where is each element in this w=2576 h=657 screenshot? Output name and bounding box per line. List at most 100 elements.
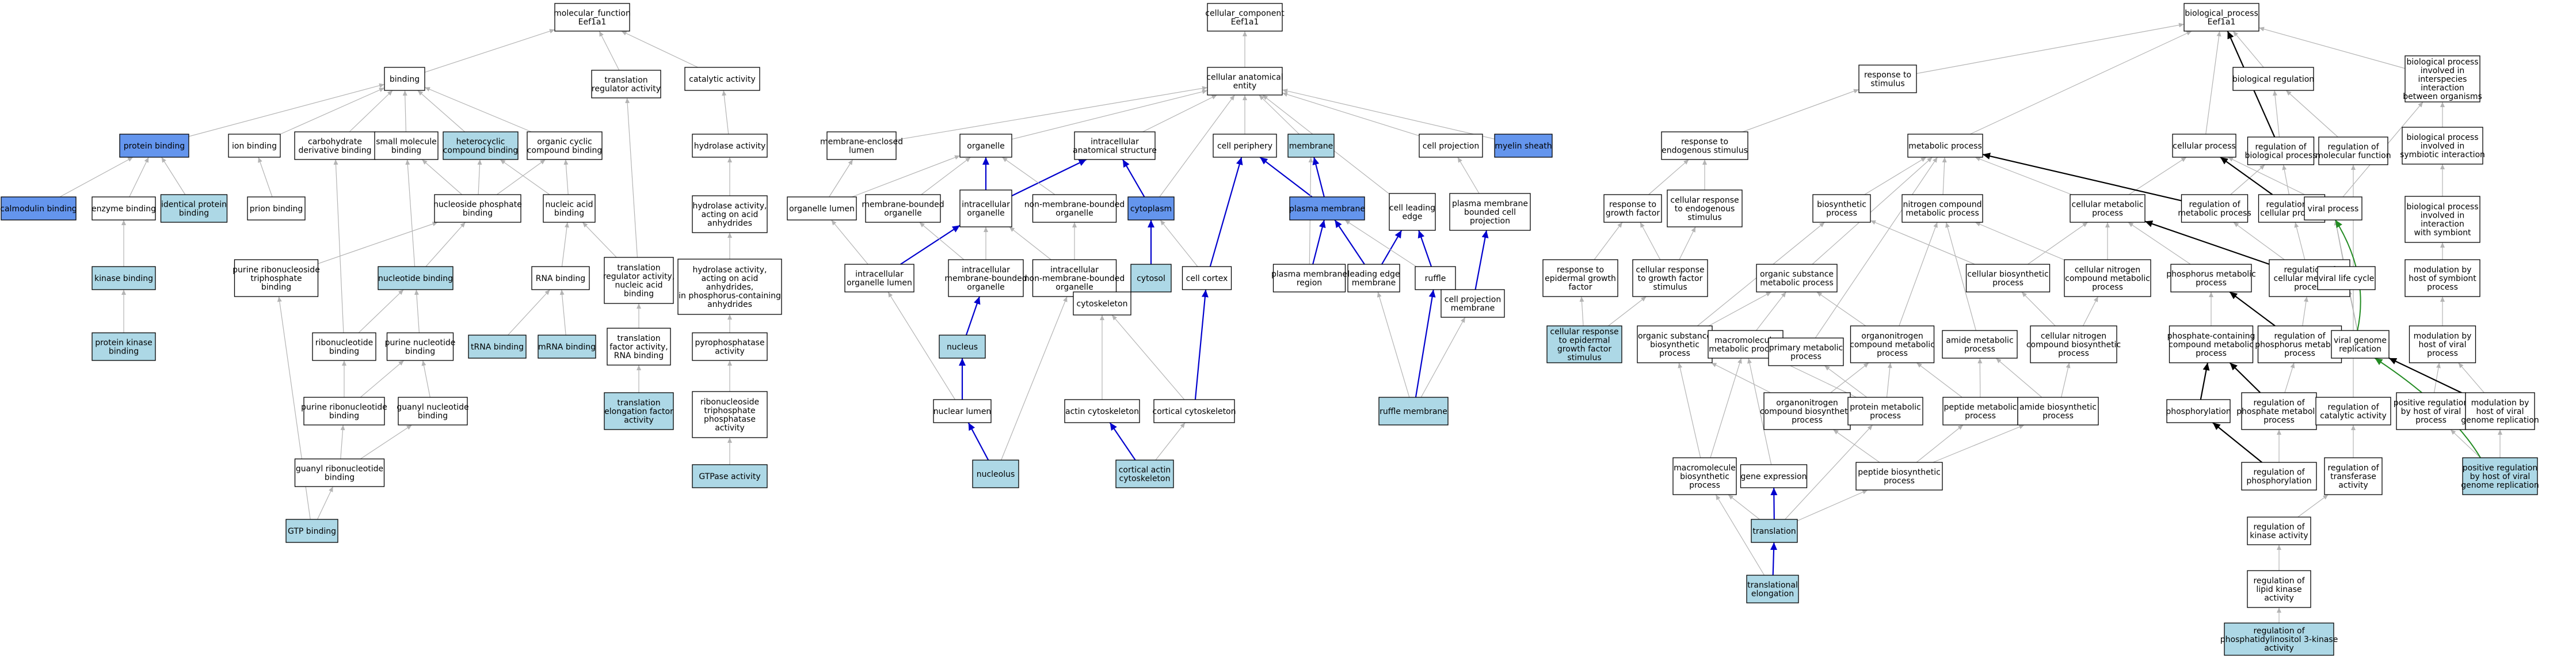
node-cellp[interactable]: cellular process (2172, 134, 2236, 158)
node-ionb[interactable]: ion binding (228, 134, 281, 158)
node-ccortex[interactable]: cell cortex (1182, 266, 1232, 290)
node-ntb[interactable]: nucleotide binding (378, 266, 454, 290)
node-viralp[interactable]: viral process (2304, 196, 2362, 221)
node-cyto[interactable]: cytoplasm (1127, 196, 1175, 221)
node-ruffle[interactable]: ruffle (1415, 266, 1456, 290)
node-ccs[interactable]: cortical cytoskeleton (1153, 399, 1236, 423)
node-actcs[interactable]: actin cytoskeleton (1064, 399, 1140, 423)
node-cytosol[interactable]: cytosol (1130, 264, 1172, 293)
node-trnab[interactable]: tRNA binding (468, 335, 527, 359)
node-cper[interactable]: cell periphery (1213, 134, 1277, 158)
node-mem[interactable]: membrane (1287, 134, 1335, 158)
node-cproj[interactable]: cell projection (1419, 134, 1483, 158)
node-rufmem[interactable]: ruffle membrane (1378, 397, 1449, 426)
node-cat[interactable]: catalytic activity (684, 67, 760, 91)
node-nucleolus[interactable]: nucleolus (972, 459, 1019, 488)
node-prionb[interactable]: prion binding (247, 196, 306, 221)
node-transl[interactable]: translation (1751, 519, 1798, 543)
node-cytoskel[interactable]: cytoskeleton (1073, 291, 1131, 316)
node-kinb[interactable]: kinase binding (92, 266, 156, 290)
node-bind[interactable]: binding (384, 67, 425, 91)
node-mrnab[interactable]: mRNA binding (538, 335, 596, 359)
node-protb[interactable]: protein binding (119, 134, 189, 158)
node-inmbo[interactable]: intracellularnon-membrane-boundedorganel… (1024, 259, 1125, 297)
node-metp[interactable]: metabolic process (1907, 134, 1983, 158)
node-geneexp[interactable]: gene expression (1740, 464, 1808, 488)
node-ntpase[interactable]: ribonucleosidetriphosphatephosphataseact… (692, 391, 768, 438)
node-gtpase[interactable]: GTPase activity (692, 464, 768, 488)
node-hyd[interactable]: hydrolase activity (692, 134, 768, 158)
node-calm[interactable]: calmodulin binding (0, 196, 77, 221)
node-hydanhP[interactable]: hydrolase activity,acting on acidanhydri… (677, 259, 782, 315)
